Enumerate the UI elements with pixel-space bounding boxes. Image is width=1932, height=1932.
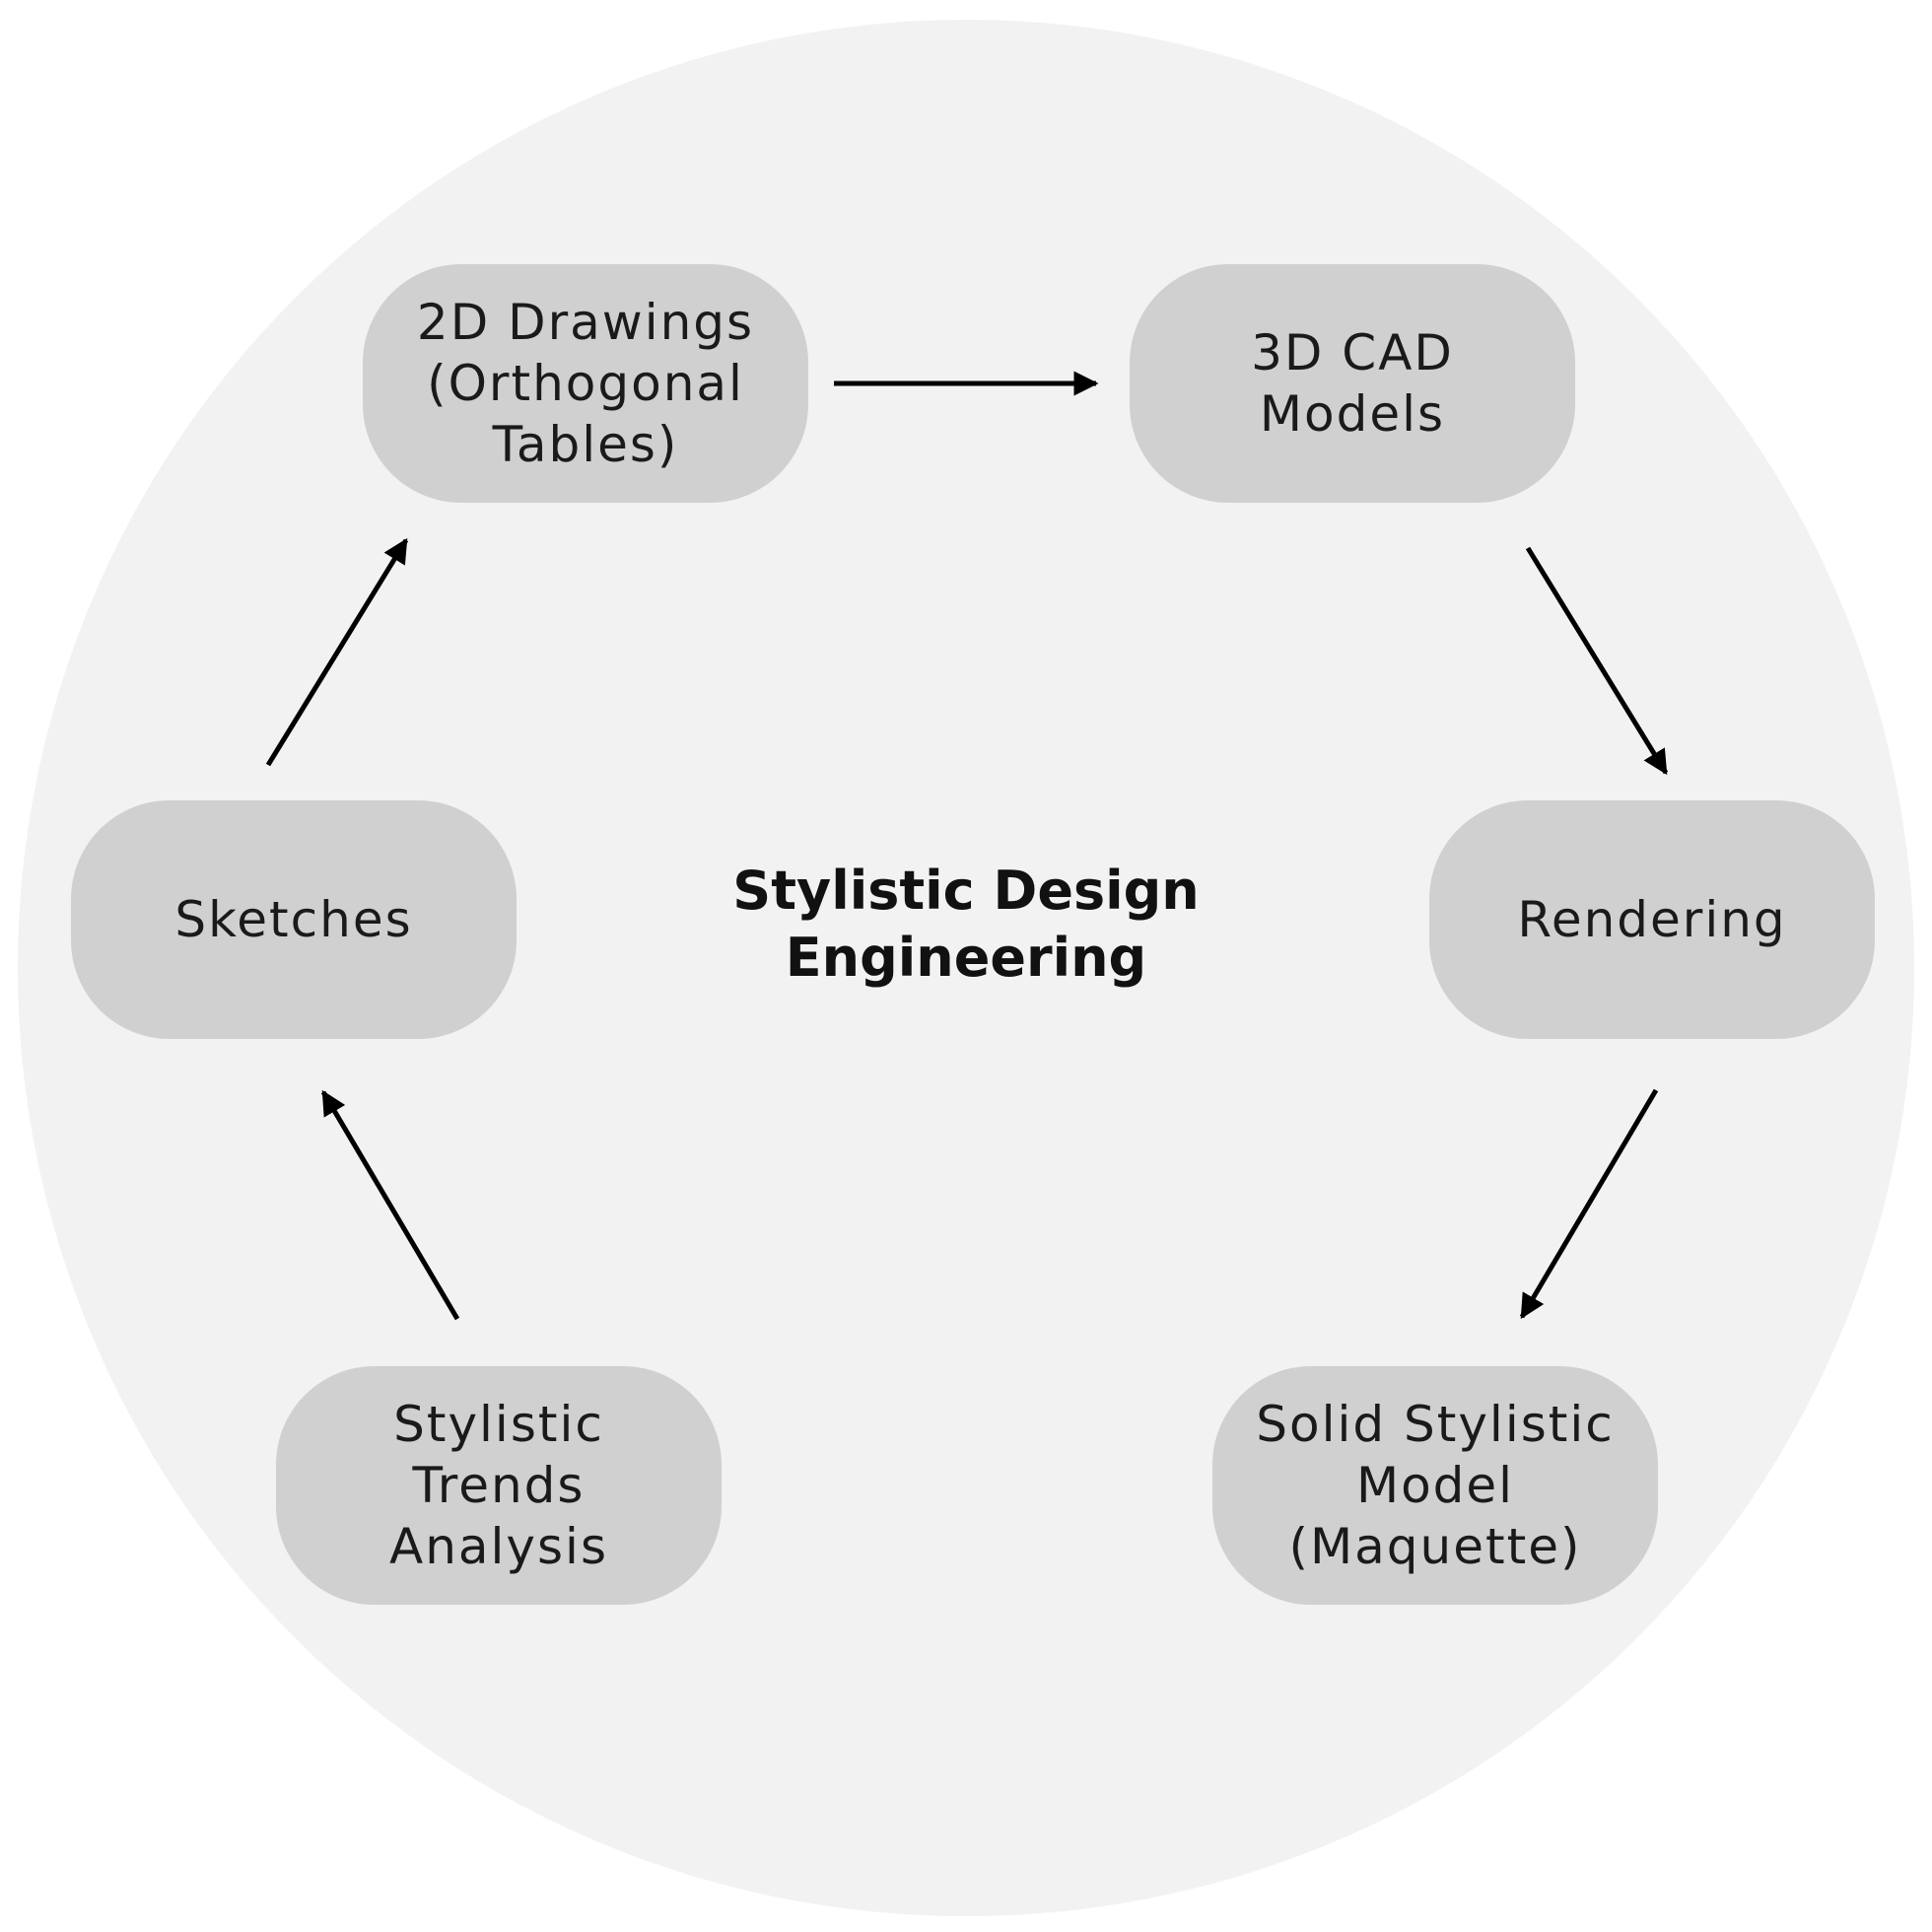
node-stylistic-trends-analysis-label: Stylistic Trends Analysis [388,1396,608,1575]
node-rendering-label: Rendering [1517,891,1787,948]
node-solid-stylistic-model: Solid Stylistic Model (Maquette) [1212,1366,1658,1605]
node-3d-cad-models-label: 3D CAD Models [1251,324,1454,443]
center-title: Stylistic Design Engineering [732,860,1200,989]
arrow-trends-to-sketches [320,1089,460,1321]
arrow-sketches-to-2d [265,537,409,767]
node-stylistic-trends-analysis: Stylistic Trends Analysis [276,1366,722,1605]
node-sketches-label: Sketches [174,891,413,948]
node-sketches: Sketches [71,800,517,1039]
arrow-3d-to-rendering [1525,546,1669,776]
node-rendering: Rendering [1429,800,1875,1039]
node-3d-cad-models: 3D CAD Models [1130,264,1575,503]
node-solid-stylistic-model-label: Solid Stylistic Model (Maquette) [1256,1396,1615,1575]
arrow-rendering-to-solid [1519,1088,1659,1320]
node-2d-drawings: 2D Drawings (Orthogonal Tables) [363,264,808,503]
node-2d-drawings-label: 2D Drawings (Orthogonal Tables) [416,294,755,473]
